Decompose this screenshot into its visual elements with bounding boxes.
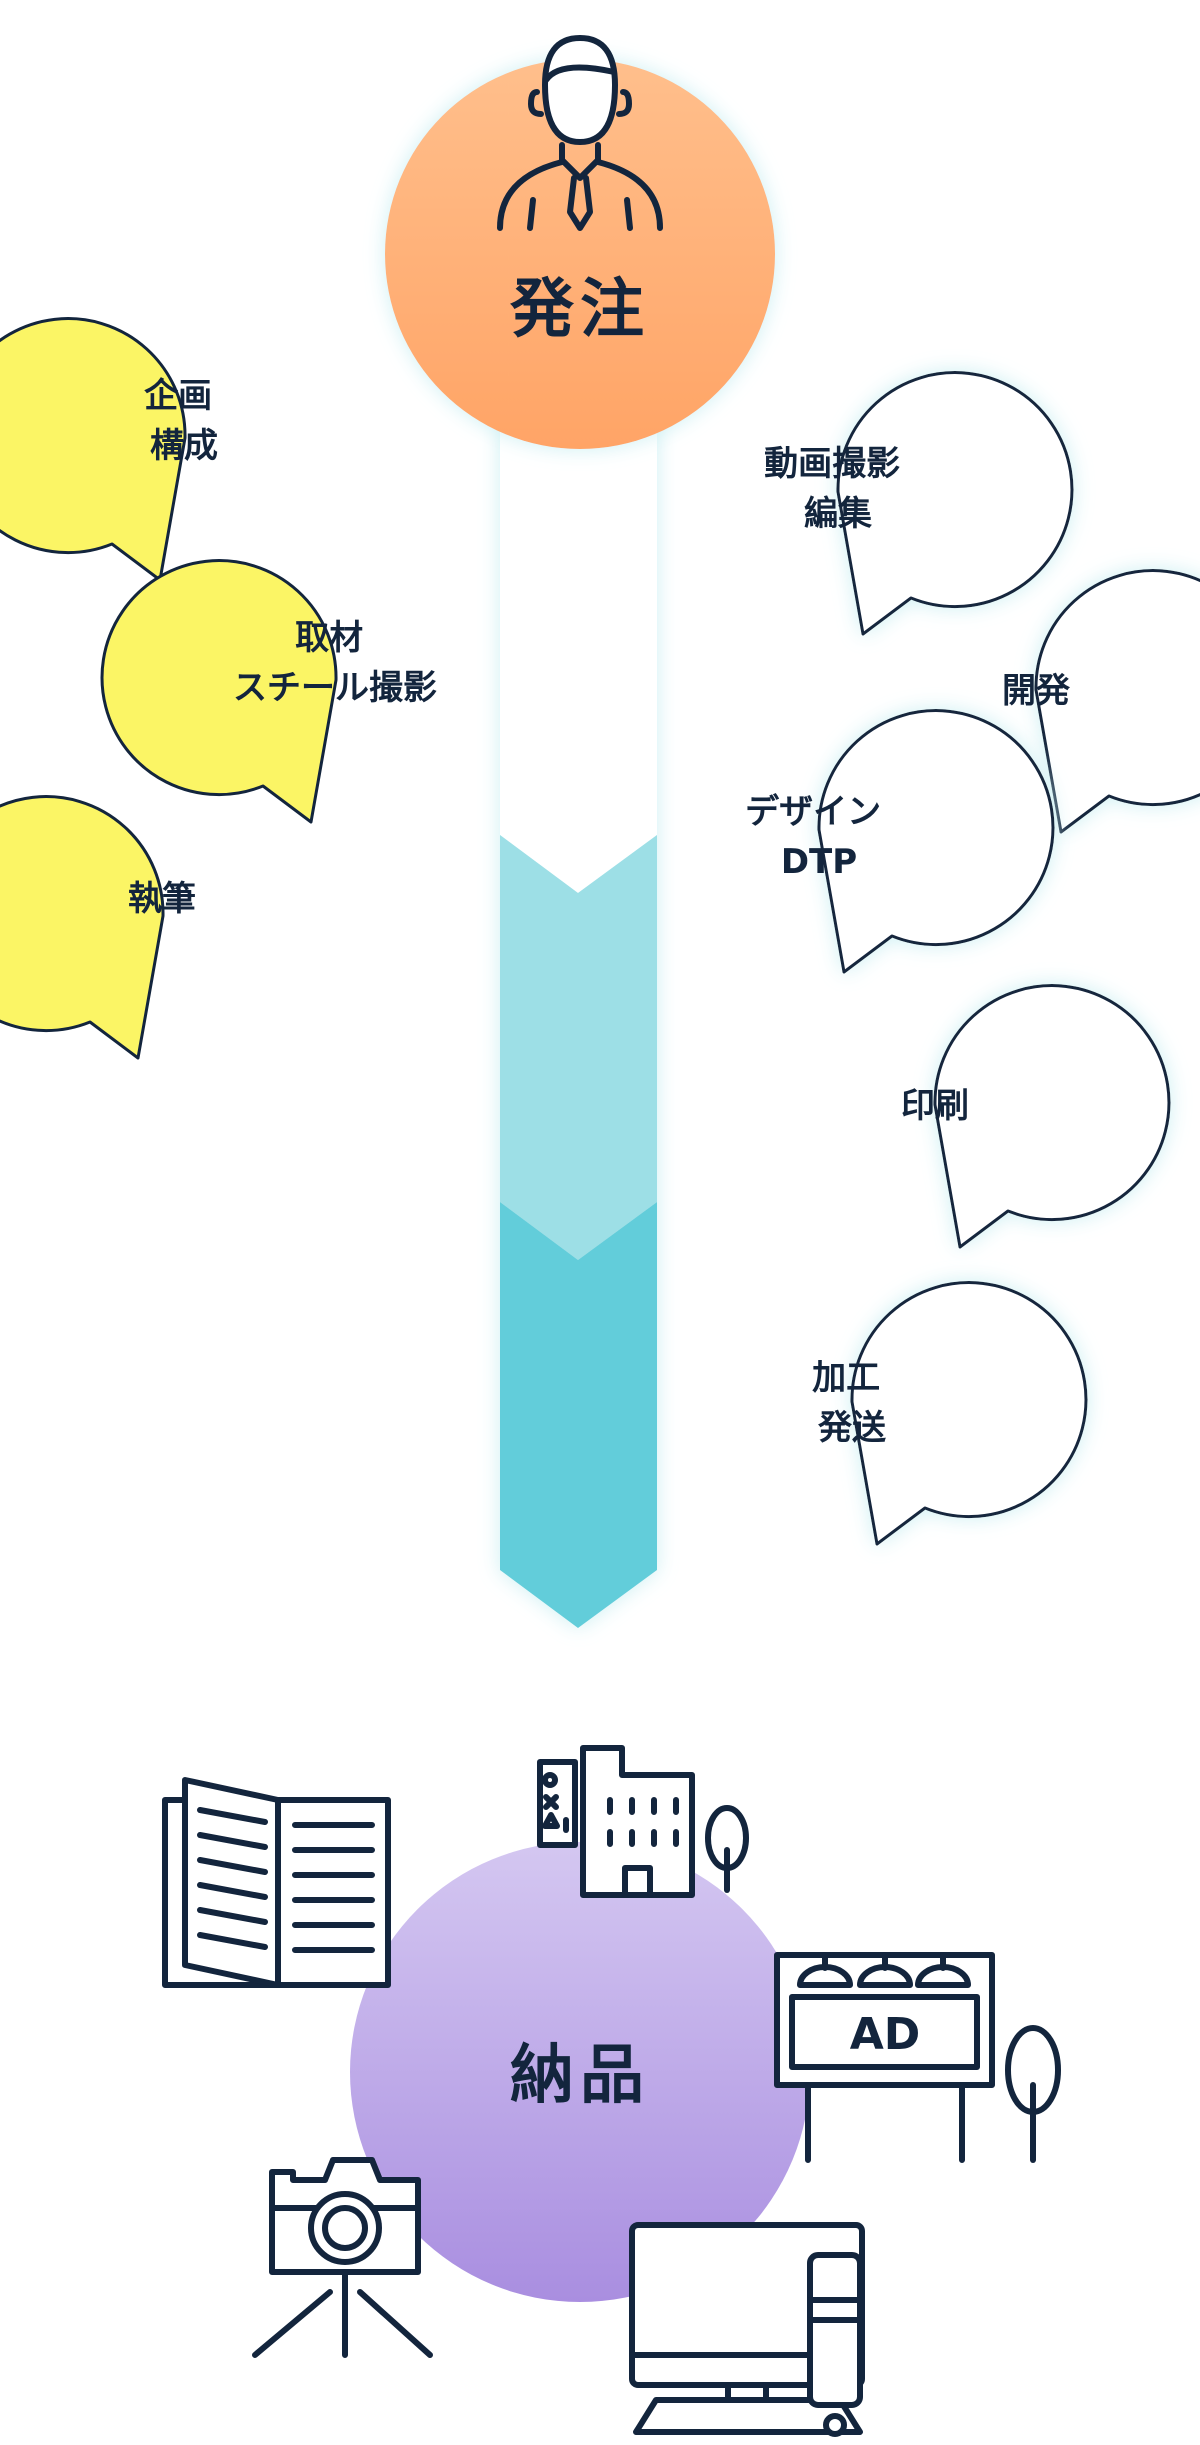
bubble-processing-line1: 加工 — [812, 1358, 880, 1398]
svg-text:動画撮影 編集: 動画撮影 編集 — [764, 444, 912, 534]
billboard-text: AD — [850, 2009, 921, 2060]
bubble-design — [817, 709, 1055, 974]
bubble-development — [1034, 569, 1200, 834]
bubble-video — [836, 371, 1074, 636]
svg-text:デザイン DTP: デザイン DTP — [745, 792, 893, 882]
bubble-coverage-line1: 取材 — [295, 618, 363, 658]
svg-text:取材 スチール撮影: 取材 スチール撮影 — [233, 618, 437, 708]
book-icon — [162, 1777, 391, 1988]
bubble-processing — [850, 1281, 1088, 1546]
svg-text:加工 発送: 加工 発送 — [812, 1358, 892, 1448]
bubble-design-line2: DTP — [781, 842, 857, 882]
tree-icon — [705, 1805, 749, 1893]
white-bubbles: 動画撮影 編集 開発 デザイン DTP 印刷 加工 発送 — [745, 371, 1200, 1546]
bubble-writing-line1: 執筆 — [128, 879, 196, 919]
camera-icon — [252, 2157, 433, 2358]
svg-text:企画 構成: 企画 構成 — [144, 376, 224, 466]
tree-icon — [1005, 2025, 1061, 2163]
bubble-design-line1: デザイン — [745, 792, 881, 832]
delivery-node: 納品 — [350, 1842, 810, 2302]
order-label: 発注 — [510, 273, 650, 347]
arrow-stage-1 — [500, 420, 657, 893]
bubble-planning-line2: 構成 — [150, 426, 218, 466]
arrow-stage-3 — [500, 1202, 657, 1628]
bubble-planning-line1: 企画 — [144, 376, 212, 416]
arrow-stage-2 — [500, 835, 657, 1260]
bubble-writing: 執筆 — [0, 795, 196, 1060]
order-node: 発注 — [385, 35, 775, 449]
bubble-video-line2: 編集 — [804, 494, 872, 534]
bubble-printing-line1: 印刷 — [901, 1086, 969, 1126]
bubble-processing-line2: 発送 — [818, 1408, 886, 1448]
bubble-coverage: 取材 スチール撮影 — [100, 559, 437, 824]
bubble-printing — [933, 984, 1171, 1249]
process-arrow — [500, 420, 657, 1628]
building-icon — [537, 1745, 695, 1898]
person-icon — [497, 35, 663, 231]
bubble-video-line1: 動画撮影 — [764, 444, 900, 484]
bubble-development-line1: 開発 — [1002, 671, 1071, 711]
bubble-coverage-line2: スチール撮影 — [233, 668, 437, 708]
delivery-label: 納品 — [510, 2039, 650, 2113]
desktop-computer-icon — [629, 2222, 865, 2437]
bubble-planning: 企画 構成 — [0, 317, 224, 582]
yellow-bubbles: 企画 構成 取材 スチール撮影 執筆 — [0, 317, 437, 1060]
billboard-icon: AD — [774, 1952, 995, 2163]
